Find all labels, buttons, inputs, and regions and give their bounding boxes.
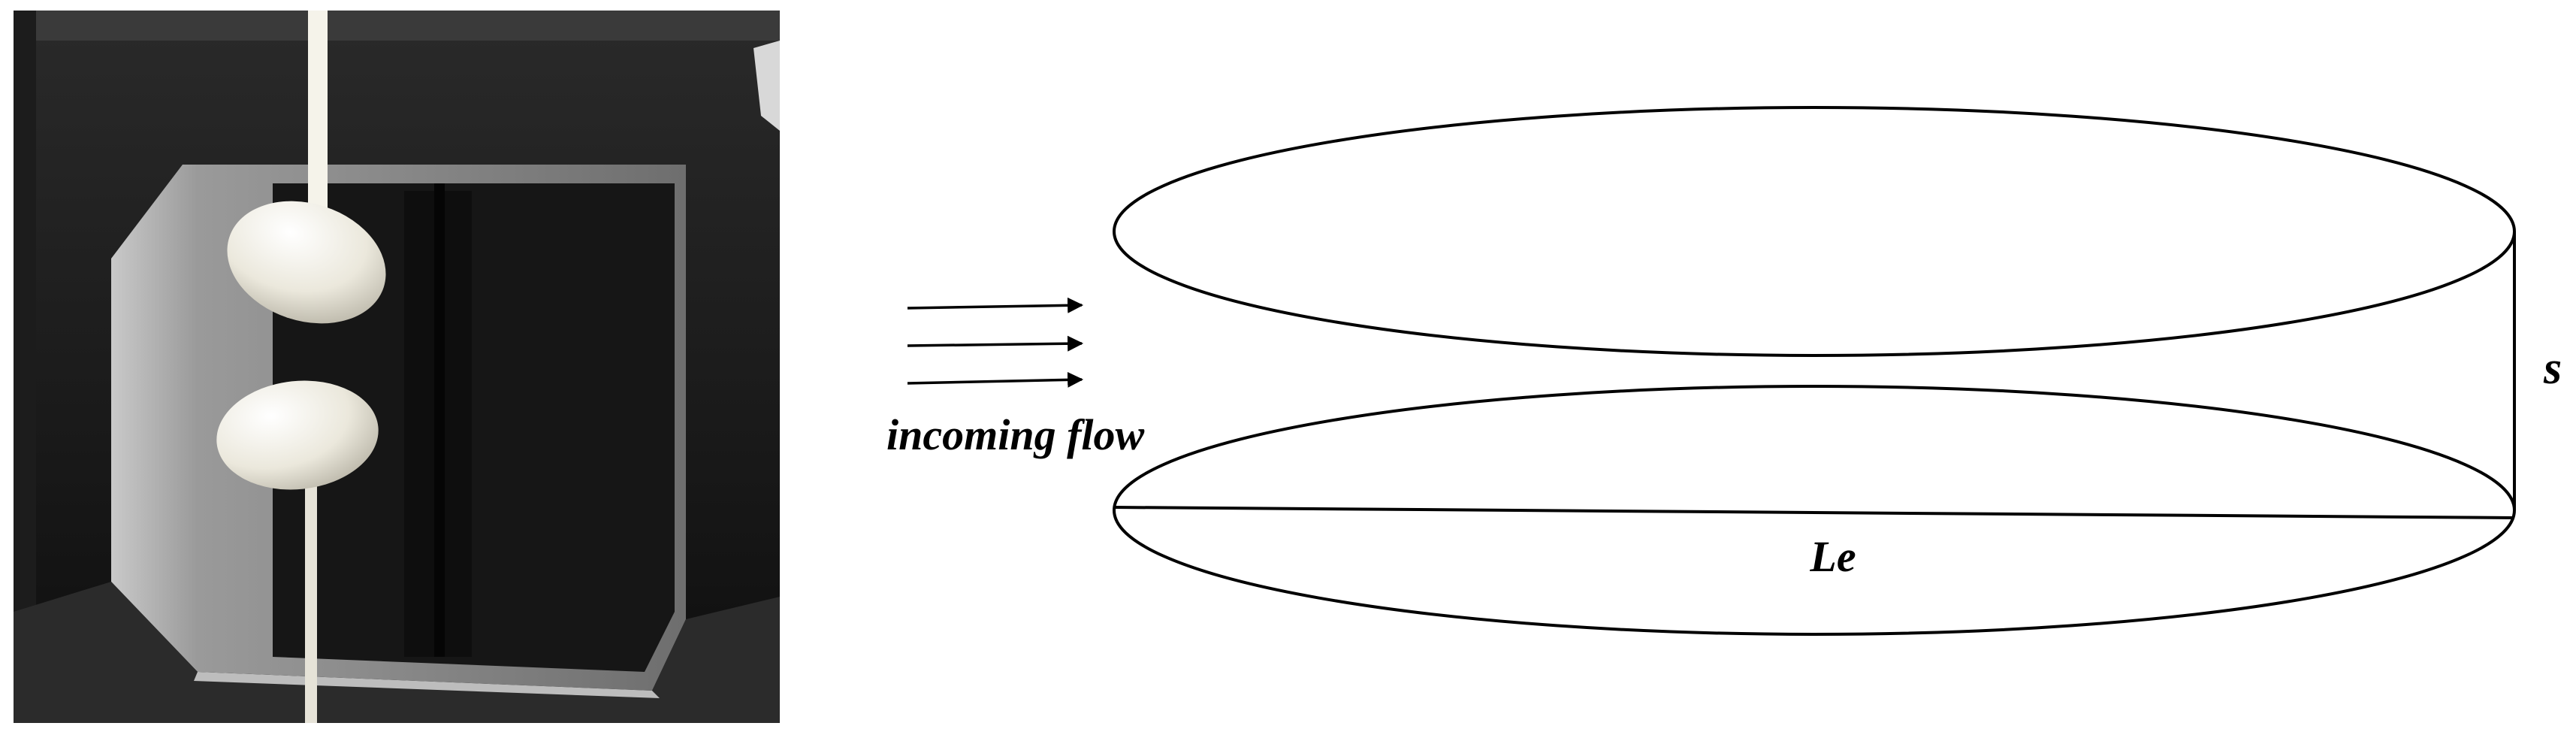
flow-arrow-2: [907, 335, 1084, 352]
flow-arrow-1: [907, 297, 1084, 313]
upper-support-wire: [308, 11, 328, 210]
lower-support-wire: [305, 476, 317, 723]
spacing-label: s: [2543, 343, 2562, 394]
test-section-cavity: [273, 183, 675, 672]
photo-frame-top: [14, 11, 780, 41]
test-section-floor: [14, 582, 780, 723]
length-label: Le: [1809, 532, 1856, 581]
back-support-rod: [434, 183, 445, 657]
lower-ellipsoid: [216, 380, 379, 490]
incoming-flow-label: incoming flow: [886, 410, 1145, 459]
schematic-panel: incoming flow Le s: [886, 106, 2562, 636]
photograph-panel: [14, 11, 780, 723]
flow-arrow-3: [907, 371, 1084, 388]
photo-frame-left: [14, 11, 36, 723]
upper-ellipse-outline: [1113, 106, 2516, 357]
major-axis-line: [1113, 506, 2515, 519]
photo-frame-right-bracket: [753, 41, 780, 131]
upper-ellipsoid: [227, 201, 386, 324]
